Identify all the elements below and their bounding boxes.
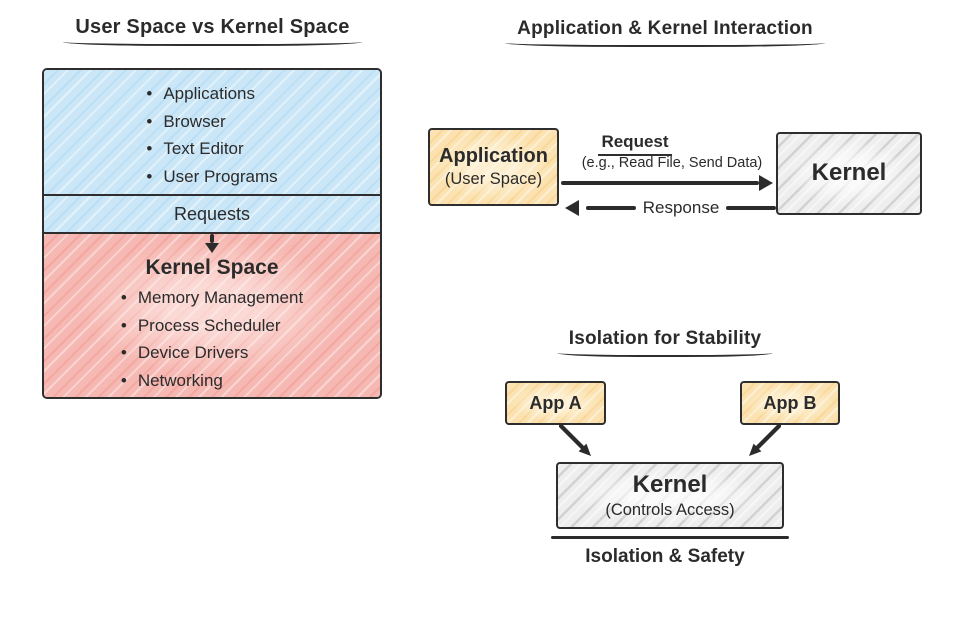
kernel-space-zone: Kernel Space Memory Management Process S…: [44, 232, 380, 397]
arrow-head-right: [759, 175, 773, 191]
space-comparison-box: Applications Browser Text Editor User Pr…: [42, 68, 382, 399]
arrow-line: [561, 181, 759, 185]
list-item: Process Scheduler: [121, 312, 303, 340]
isolation-title: Isolation for Stability: [490, 328, 840, 357]
list-item: Device Drivers: [121, 339, 303, 367]
kernel-access-title: Kernel: [632, 470, 708, 498]
list-item: Memory Management: [121, 284, 303, 312]
application-node: Application (User Space): [428, 128, 559, 206]
response-label: Response: [642, 198, 720, 217]
kernel-space-list: Memory Management Process Scheduler Devi…: [121, 284, 303, 394]
arrow-head-left: [565, 200, 579, 216]
user-vs-kernel-title: User Space vs Kernel Space: [42, 16, 383, 46]
kernel-node-label: Kernel: [811, 159, 887, 187]
app-a-label: App A: [529, 392, 582, 413]
request-label-text: Request: [598, 132, 672, 156]
request-examples: (e.g., Read File, Send Data): [581, 155, 763, 171]
app-b-to-kernel-arrow-icon: [749, 423, 782, 456]
user-space-list: Applications Browser Text Editor User Pr…: [146, 80, 277, 190]
response-arrow-icon: Response: [565, 198, 776, 218]
application-node-subtitle: (User Space): [444, 170, 543, 189]
app-b-node: App B: [740, 381, 840, 425]
isolation-caption: Isolation & Safety: [585, 546, 745, 567]
arrow-line: [586, 206, 636, 210]
list-item: Networking: [121, 367, 303, 395]
user-vs-kernel-title-text: User Space vs Kernel Space: [63, 16, 362, 46]
kernel-space-heading: Kernel Space: [145, 256, 279, 279]
arrow-line: [726, 206, 776, 210]
list-item: Text Editor: [146, 135, 277, 163]
request-label: Request: [560, 132, 710, 156]
request-arrow-icon: [561, 175, 773, 191]
interaction-title-text: Application & Kernel Interaction: [505, 18, 825, 47]
kernel-access-subtitle: (Controls Access): [605, 500, 735, 519]
app-a-node: App A: [505, 381, 606, 425]
interaction-title: Application & Kernel Interaction: [480, 18, 850, 47]
isolation-title-text: Isolation for Stability: [556, 328, 774, 357]
requests-label: Requests: [44, 194, 380, 232]
kernel-underline: [551, 536, 789, 539]
user-space-zone: Applications Browser Text Editor User Pr…: [44, 70, 380, 194]
list-item: Browser: [146, 108, 277, 136]
list-item: Applications: [146, 80, 277, 108]
kernel-node: Kernel: [776, 132, 922, 215]
application-node-title: Application: [439, 145, 548, 168]
list-item: User Programs: [146, 163, 277, 191]
arrow-head: [205, 243, 219, 253]
kernel-access-node: Kernel (Controls Access): [556, 462, 784, 529]
arrow-shaft: [210, 234, 214, 243]
requests-down-arrow-icon: [205, 234, 219, 253]
app-a-to-kernel-arrow-icon: [558, 423, 591, 456]
app-b-label: App B: [763, 392, 817, 413]
